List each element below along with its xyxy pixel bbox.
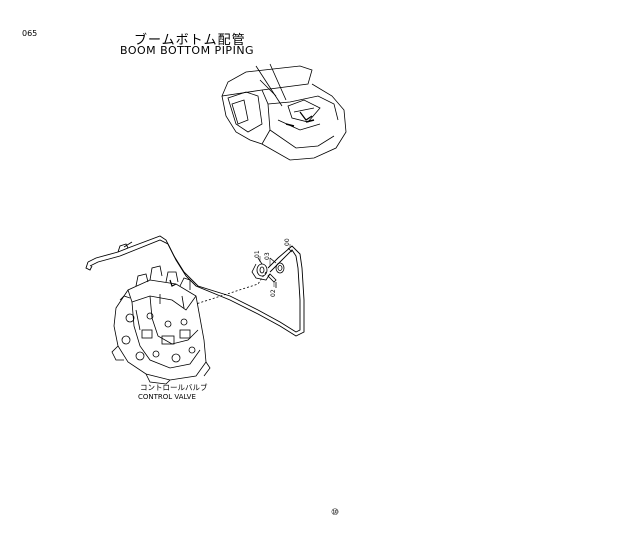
page-number: 065 <box>22 29 38 38</box>
title-english: BOOM BOTTOM PIPING <box>120 44 255 57</box>
callout-02: 02 <box>270 289 277 297</box>
fitting-01 <box>256 263 268 277</box>
boom-bottom-pipe <box>85 235 305 337</box>
callout-leaders <box>259 244 291 287</box>
title-japanese: ブームボトム配管 <box>134 33 246 48</box>
callout-03: 03 <box>264 252 271 260</box>
callout-00: 00 <box>284 238 291 246</box>
circled-page-marker: ⑩ <box>331 508 340 518</box>
excavator-overview-illustration <box>221 63 347 161</box>
control-valve-label-japanese: コントロールバルブ <box>140 383 208 392</box>
fitting-03 <box>275 262 285 274</box>
pipe-fittings-group <box>195 247 293 305</box>
callout-01: 01 <box>254 250 261 258</box>
control-valve-illustration <box>111 265 211 385</box>
control-valve-label-english: CONTROL VALVE <box>138 393 196 401</box>
